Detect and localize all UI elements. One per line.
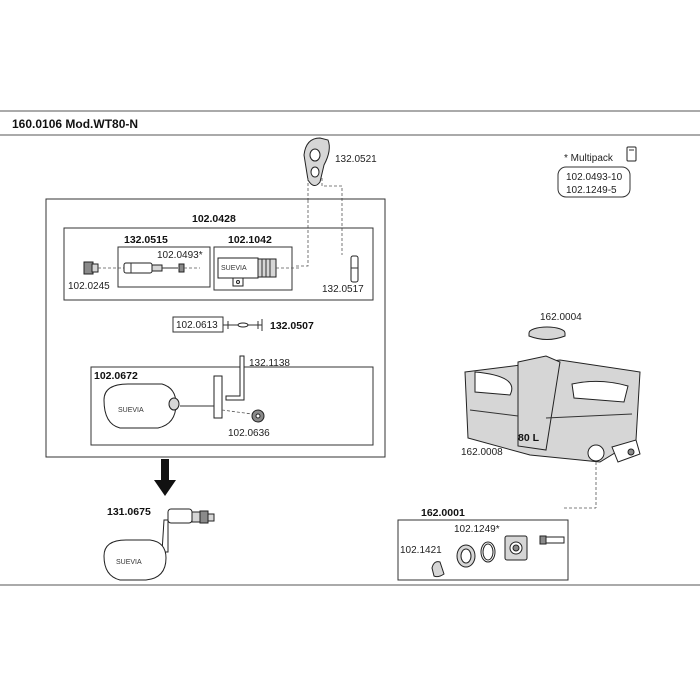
multipack-item-2: 102.1249-5 bbox=[566, 185, 617, 196]
valve-label: 132.0515 bbox=[124, 234, 168, 246]
drain-assembly-label: 162.0001 bbox=[421, 507, 465, 519]
multipack-label: * Multipack bbox=[564, 153, 614, 164]
pin-set-drawing bbox=[223, 319, 263, 331]
alternative-label: 131.0675 bbox=[107, 506, 151, 518]
float-nut-label: 102.0636 bbox=[228, 428, 270, 439]
float-drawing: SUEVIA bbox=[103, 383, 180, 429]
rod-drawing bbox=[180, 355, 245, 419]
bracket-label: 132.0521 bbox=[335, 154, 377, 165]
valve-nut-drawing bbox=[83, 261, 99, 275]
tank-body-label: 162.0008 bbox=[461, 447, 503, 458]
alternative-valve-drawing bbox=[161, 508, 215, 553]
drain-plug-label: 102.1421 bbox=[400, 545, 442, 556]
alternative-brand: SUEVIA bbox=[116, 559, 142, 566]
drain-seal-label: 102.1249* bbox=[454, 524, 500, 535]
rod-label: 132.1138 bbox=[249, 358, 290, 369]
body-inner-box bbox=[213, 246, 293, 291]
float-set-label: 102.0672 bbox=[94, 370, 138, 382]
right-pin-label: 132.0517 bbox=[322, 284, 364, 295]
multipack-item-1: 102.0493-10 bbox=[566, 172, 623, 183]
lid-label: 162.0004 bbox=[540, 312, 582, 323]
drain-parts-drawing bbox=[431, 535, 565, 578]
float-valve-assembly-frame bbox=[45, 198, 386, 458]
valve-spindle-drawing bbox=[123, 262, 200, 274]
body-brand: SUEVIA bbox=[221, 265, 247, 272]
tank-lid-drawing bbox=[528, 326, 566, 340]
right-pin-drawing bbox=[350, 255, 359, 283]
body-label: 102.1042 bbox=[228, 234, 272, 246]
tank-capacity: 80 L bbox=[518, 432, 540, 444]
assembly-label: 102.0428 bbox=[192, 213, 236, 225]
tank-body-drawing: 80 L bbox=[464, 355, 641, 463]
valve-subframe bbox=[63, 227, 374, 301]
float-brand: SUEVIA bbox=[118, 407, 144, 414]
alternative-float-drawing: SUEVIA bbox=[103, 539, 167, 581]
multipack-icon bbox=[626, 146, 637, 162]
drain-assembly-frame bbox=[397, 519, 569, 581]
arrow-down-icon bbox=[154, 459, 176, 496]
diagram-title: 160.0106 Mod.WT80-N bbox=[12, 117, 138, 131]
bracket-part-drawing bbox=[303, 137, 330, 186]
float-subframe bbox=[90, 366, 374, 446]
valve-body-drawing: SUEVIA bbox=[217, 257, 277, 287]
pin-set-label: 132.0507 bbox=[270, 320, 314, 332]
pin-part-label: 102.0613 bbox=[176, 320, 218, 331]
multipack-box bbox=[557, 166, 631, 198]
float-nut-drawing bbox=[251, 409, 265, 423]
valve-inner-box bbox=[117, 246, 211, 288]
nut-label: 102.0245 bbox=[68, 281, 110, 292]
seal-label: 102.0493* bbox=[157, 250, 203, 261]
